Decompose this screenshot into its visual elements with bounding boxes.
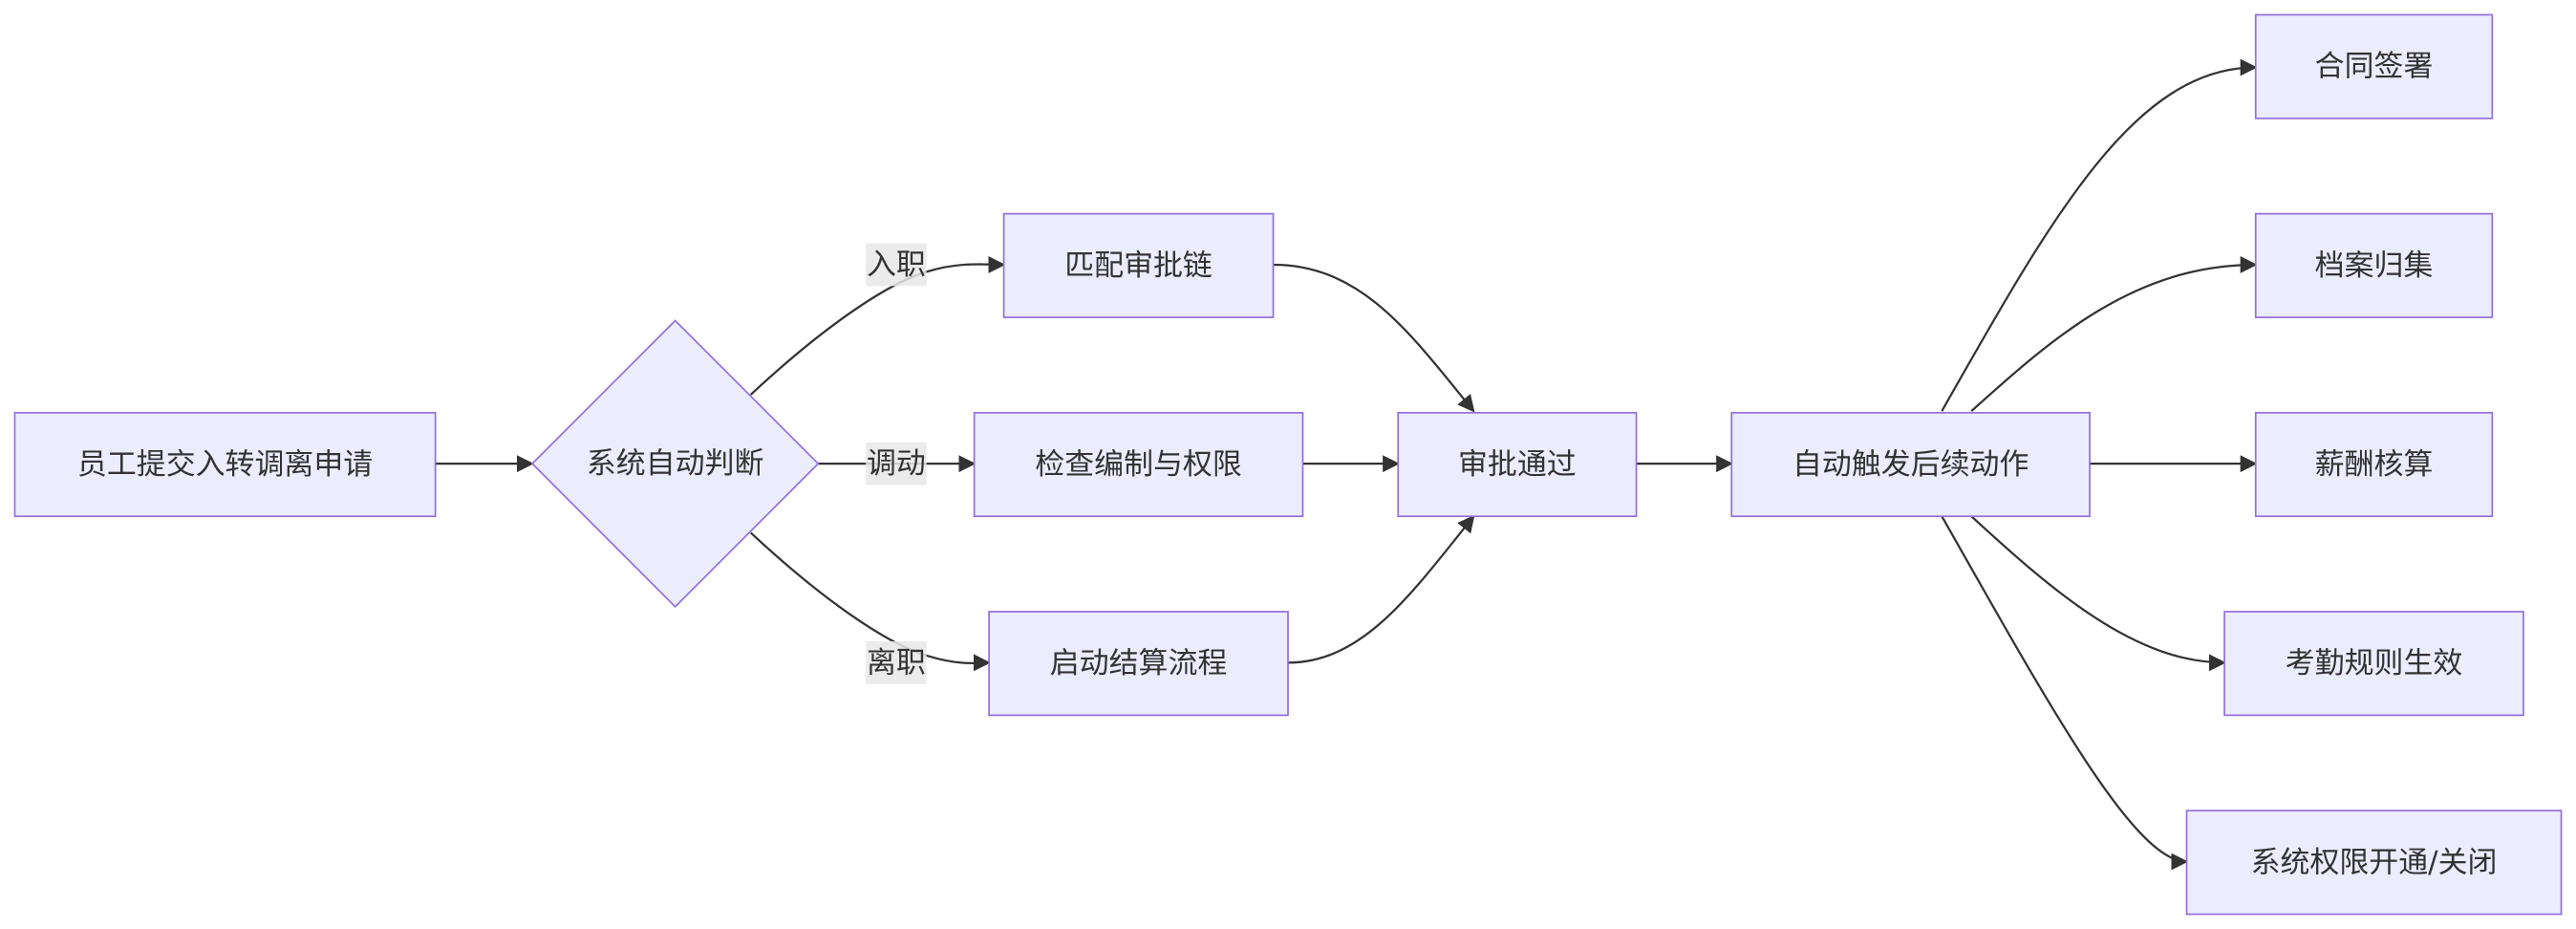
svg-text:系统自动判断: 系统自动判断 bbox=[587, 446, 764, 481]
node-attendance: 考勤规则生效 bbox=[2223, 611, 2524, 717]
svg-text:调动: 调动 bbox=[867, 446, 926, 481]
svg-text:匹配审批链: 匹配审批链 bbox=[1064, 248, 1213, 283]
edges bbox=[435, 58, 2258, 871]
svg-text:启动结算流程: 启动结算流程 bbox=[1050, 646, 1228, 681]
node-archive: 档案归集 bbox=[2254, 212, 2494, 318]
svg-text:审批通过: 审批通过 bbox=[1458, 447, 1577, 482]
edge-trigger-archive bbox=[1970, 256, 2258, 412]
svg-text:入职: 入职 bbox=[867, 248, 926, 282]
edge-label-leave: 离职 bbox=[866, 640, 927, 684]
node-approved: 审批通过 bbox=[1397, 411, 1638, 518]
edge-label-transfer: 调动 bbox=[866, 442, 927, 486]
node-match-chain: 匹配审批链 bbox=[1002, 212, 1275, 318]
edge-trigger-attendance bbox=[1970, 515, 2226, 672]
svg-text:离职: 离职 bbox=[867, 645, 926, 680]
svg-text:检查编制与权限: 检查编制与权限 bbox=[1035, 447, 1241, 482]
edge-trigger-contract bbox=[1941, 58, 2258, 412]
svg-text:合同签署: 合同签署 bbox=[2315, 50, 2434, 84]
edge-label-onboard: 入职 bbox=[866, 243, 927, 287]
node-check-quota: 检查编制与权限 bbox=[973, 411, 1304, 518]
svg-text:系统权限开通/关闭: 系统权限开通/关闭 bbox=[2251, 845, 2498, 879]
svg-text:档案归集: 档案归集 bbox=[2315, 248, 2434, 283]
node-judge-decision: 系统自动判断 bbox=[530, 319, 820, 609]
svg-text:员工提交入转调离申请: 员工提交入转调离申请 bbox=[77, 447, 373, 482]
edge-trigger-access bbox=[1941, 515, 2189, 871]
node-trigger: 自动触发后续动作 bbox=[1730, 411, 2091, 518]
node-start-settle: 启动结算流程 bbox=[988, 611, 1289, 717]
edge-match-chain-approved bbox=[1273, 263, 1475, 413]
node-payroll: 薪酬核算 bbox=[2254, 411, 2494, 518]
node-contract: 合同签署 bbox=[2254, 13, 2494, 119]
node-submit: 员工提交入转调离申请 bbox=[13, 411, 437, 518]
svg-text:考勤规则生效: 考勤规则生效 bbox=[2286, 646, 2463, 681]
node-access: 系统权限开通/关闭 bbox=[2185, 810, 2563, 916]
edge-start-settle-approved bbox=[1288, 514, 1475, 664]
svg-text:自动触发后续动作: 自动触发后续动作 bbox=[1792, 447, 2029, 482]
svg-text:薪酬核算: 薪酬核算 bbox=[2315, 447, 2434, 482]
